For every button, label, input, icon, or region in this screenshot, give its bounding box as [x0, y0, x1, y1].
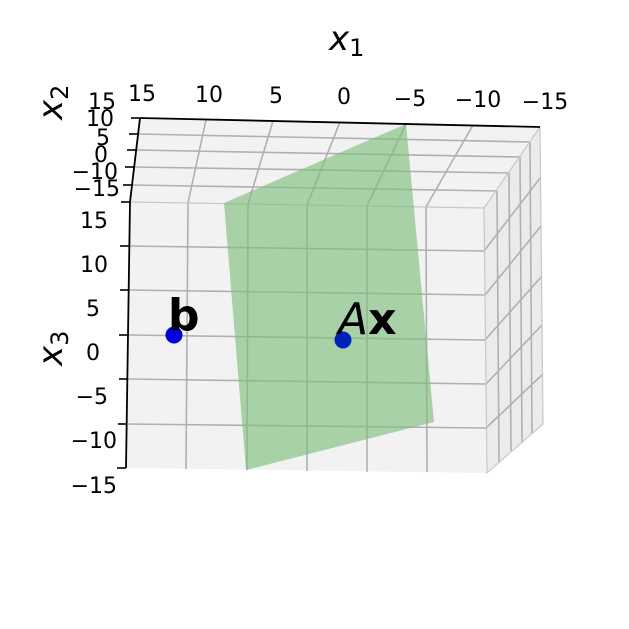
x1-tick-label: 10: [195, 83, 223, 108]
x1-tick-label: −15: [522, 90, 568, 115]
x1-tick-labels: 15 10 5 0 −5 −10 −15: [128, 82, 568, 115]
x2-axis-title-base: x: [31, 99, 71, 121]
x2-tick-label: 0: [94, 143, 108, 168]
x2-axis-title: x2: [31, 85, 74, 121]
point-ax-label: Ax: [335, 294, 397, 345]
x2-axis-line: [129, 117, 141, 203]
x1-axis-title-sub: 1: [349, 34, 364, 62]
x3-axis-title: x3: [31, 331, 74, 367]
tick-marks: [117, 117, 140, 469]
x1-axis-title: x1: [328, 19, 364, 62]
x3-tick-label: −10: [71, 429, 117, 454]
x1-axis-title-base: x: [328, 19, 350, 59]
x3-tick-label: 10: [80, 253, 108, 278]
point-ax-label-x: x: [368, 294, 396, 345]
x1-tick-label: 15: [128, 82, 156, 107]
x1-tick-label: 5: [269, 84, 283, 109]
x3-tick-label: −5: [76, 385, 108, 410]
x1-tick-label: −10: [455, 88, 501, 113]
x2-tick-label: −15: [74, 177, 120, 202]
x3-axis-title-base: x: [31, 345, 71, 367]
point-ax-label-a: A: [335, 294, 368, 345]
x2-axis-title-sub: 2: [46, 85, 74, 100]
point-ax: [334, 331, 352, 349]
x2-tick-label: 5: [96, 126, 110, 151]
x3-tick-label: −15: [71, 474, 117, 499]
x1-tick-label: 0: [337, 85, 351, 110]
x3-tick-label: 15: [80, 209, 108, 234]
point-b: [165, 326, 183, 344]
point-b-label: b: [168, 290, 200, 341]
x2-tick-labels: 15 10 5 0 −10 −15: [72, 90, 120, 202]
x2-tick-label: 10: [86, 107, 114, 132]
x2-tick-label: −10: [72, 160, 118, 185]
x1-tick-label: −5: [394, 87, 426, 112]
column-space-plane: [224, 124, 434, 470]
x2-tick-label: 15: [88, 90, 116, 115]
x3-tick-label: 0: [86, 341, 100, 366]
x1-axis-line: [139, 117, 541, 128]
x3-axis-title-sub: 3: [46, 331, 74, 346]
x3-tick-labels: 15 10 5 0 −5 −10 −15: [71, 209, 117, 499]
x3-tick-label: 5: [86, 297, 100, 322]
